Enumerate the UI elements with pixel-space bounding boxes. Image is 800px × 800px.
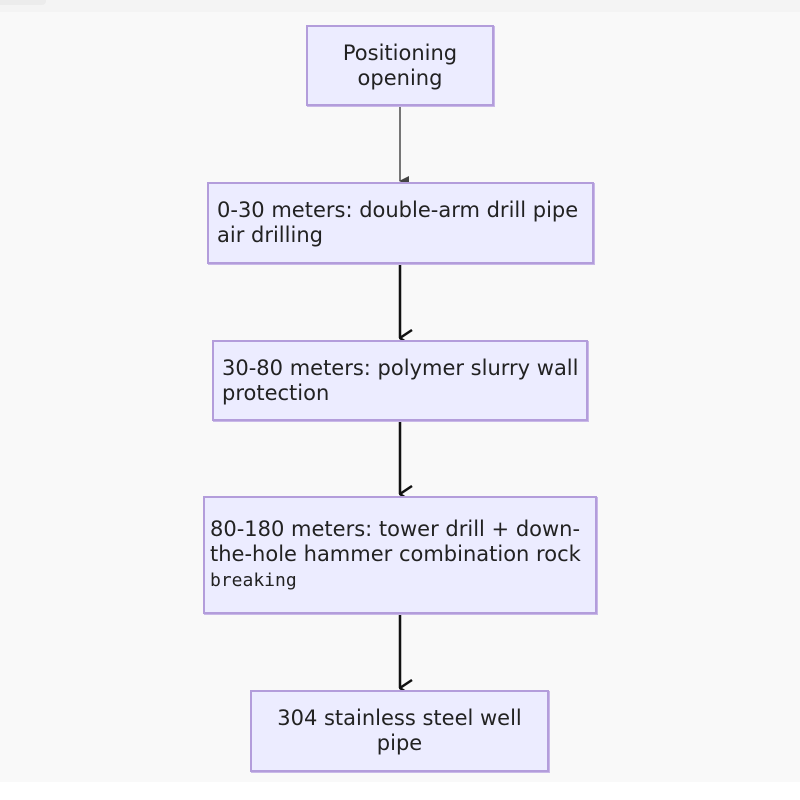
node-label-tail: breaking (210, 570, 297, 591)
node-label: 0-30 meters: double-arm drill pipe air d… (217, 198, 579, 247)
node-label: 80-180 meters: tower drill + down-the-ho… (210, 517, 592, 593)
node-label-main: 80-180 meters: tower drill + down-the-ho… (210, 517, 581, 566)
node-slurry-wall-protection: 30-80 meters: polymer slurry wall protec… (212, 340, 588, 421)
tab-hint (0, 0, 46, 5)
node-label: 30-80 meters: polymer slurry wall protec… (222, 355, 579, 405)
node-positioning-opening: Positioning opening (306, 25, 494, 106)
node-label: Positioning opening (342, 40, 458, 90)
node-label: 304 stainless steel well pipe (277, 706, 522, 755)
node-well-pipe: 304 stainless steel well pipe (250, 690, 549, 772)
top-bar (0, 0, 800, 12)
node-rock-breaking: 80-180 meters: tower drill + down-the-ho… (203, 496, 597, 614)
node-air-drilling: 0-30 meters: double-arm drill pipe air d… (207, 182, 594, 264)
